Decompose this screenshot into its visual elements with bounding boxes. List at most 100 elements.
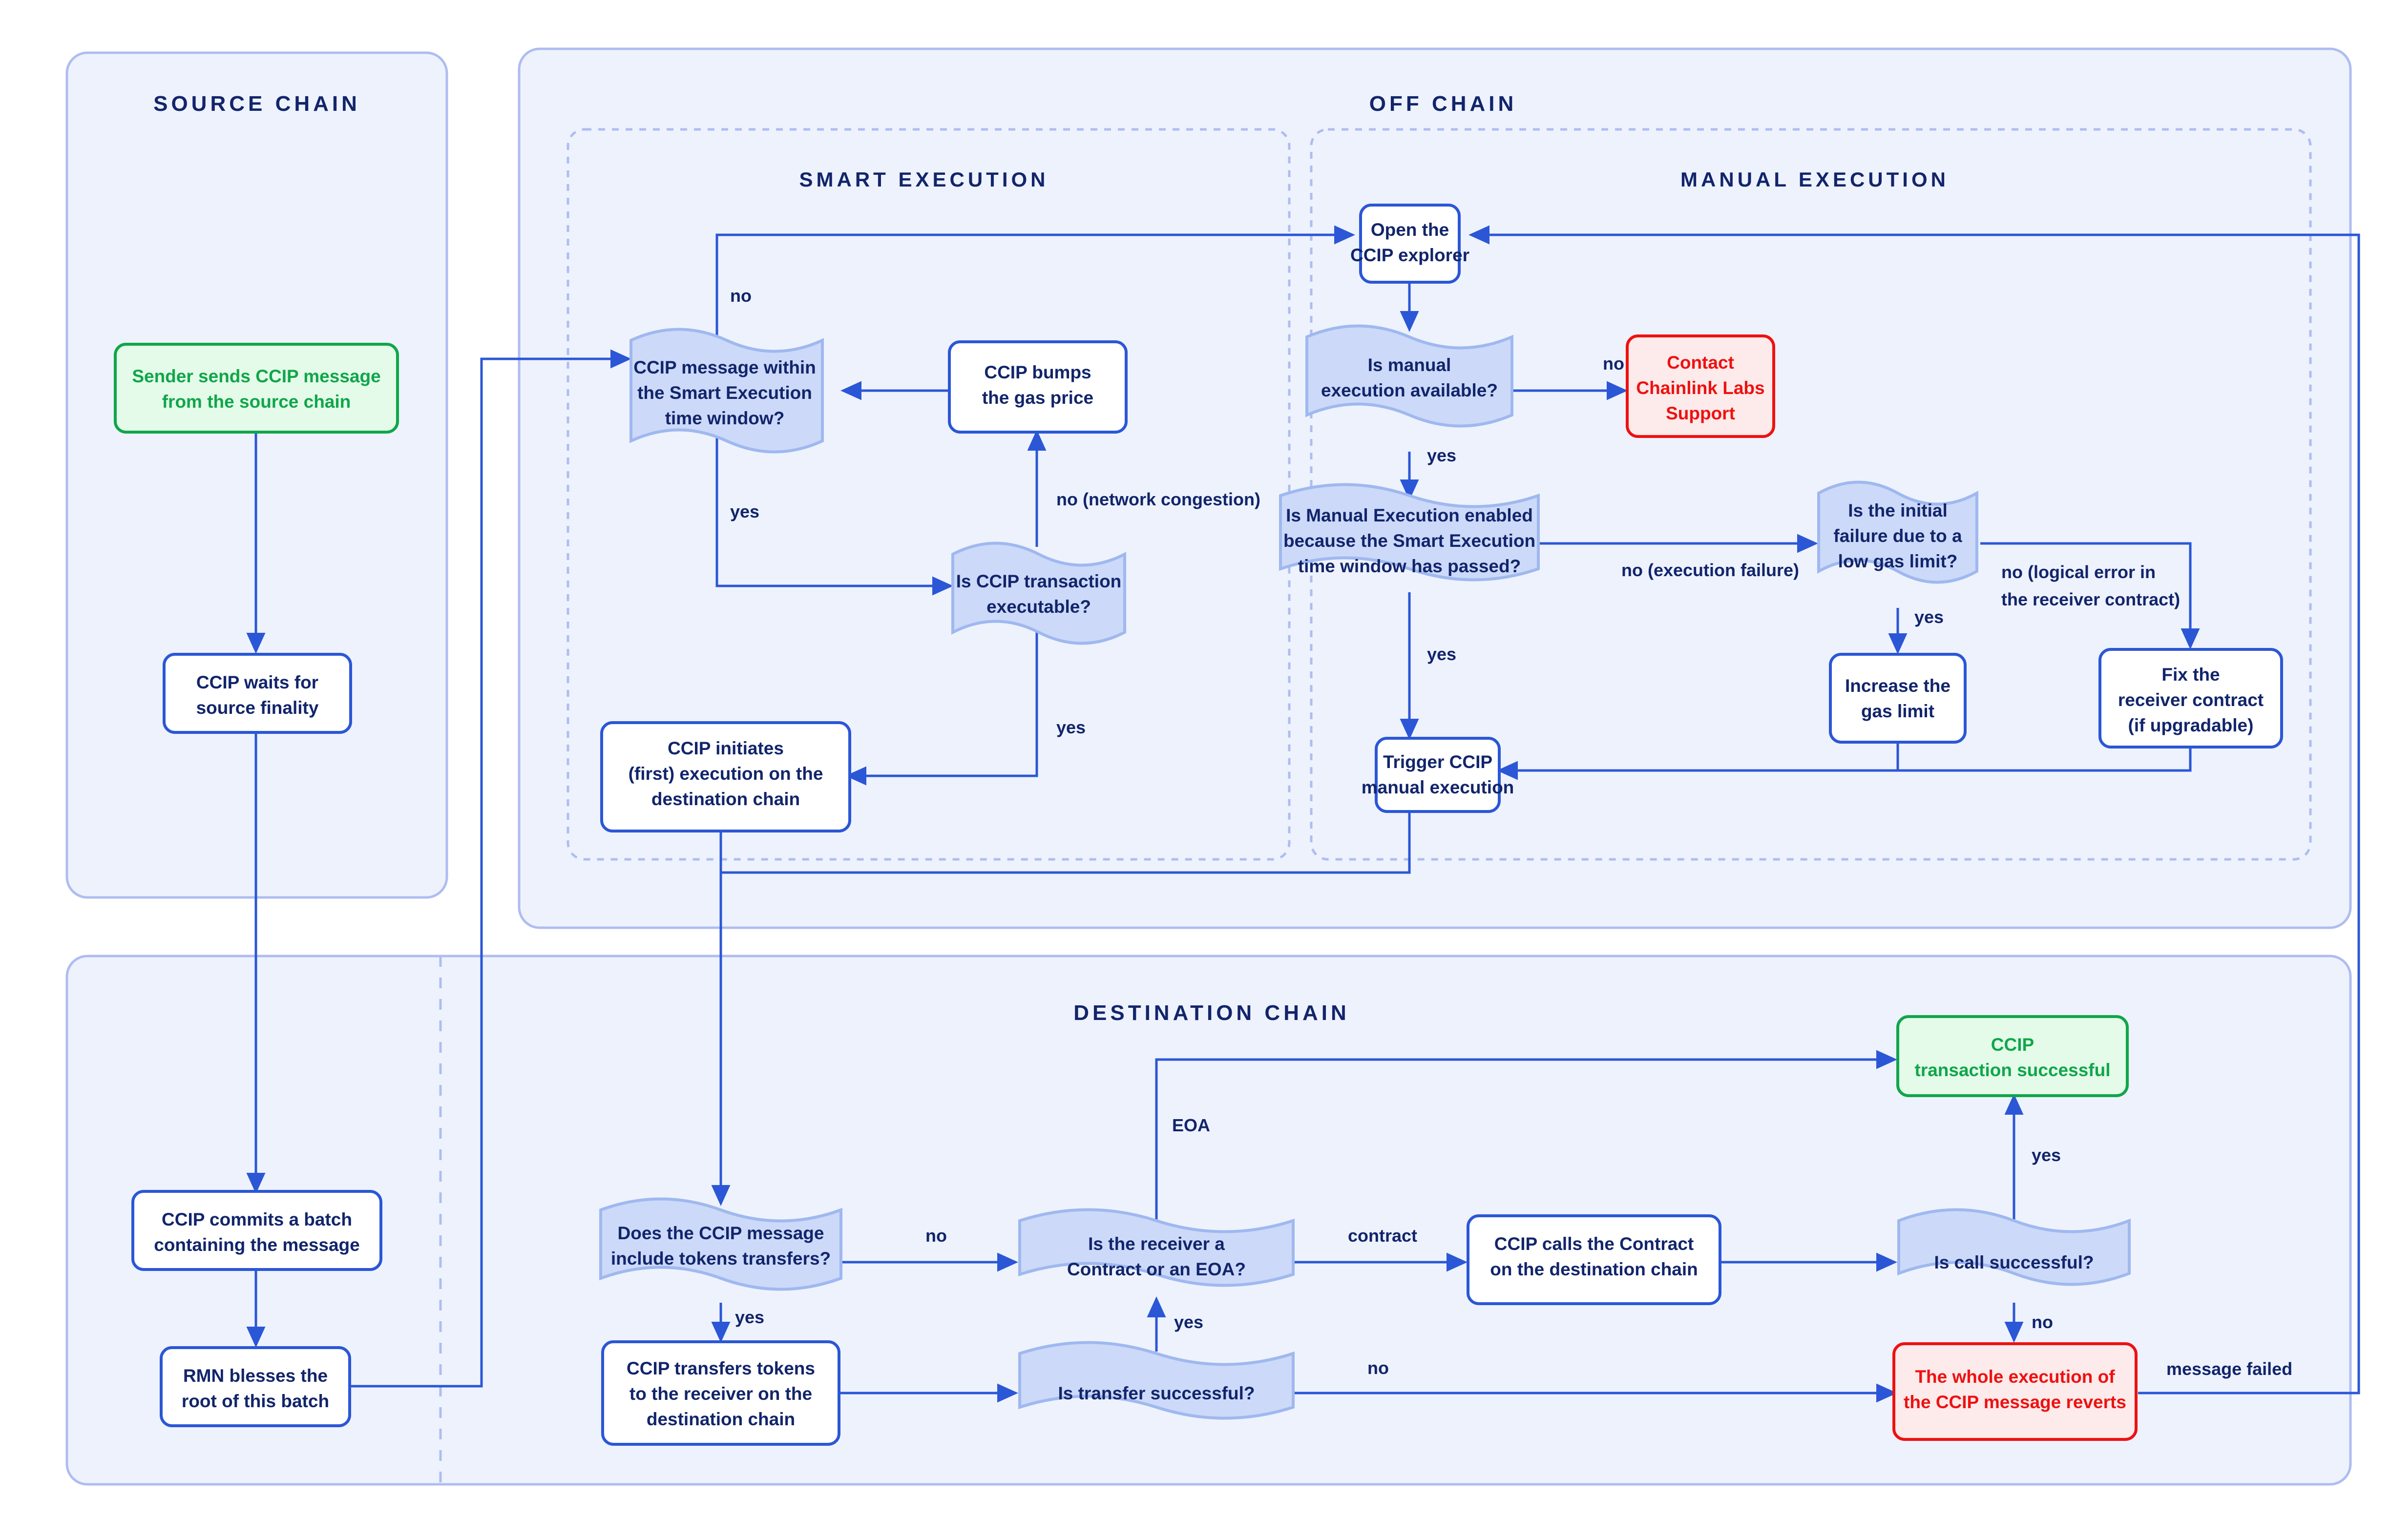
node-transfer-successful[interactable]: Is transfer successful? xyxy=(1018,1341,1295,1420)
edge-label-exec-yes: yes xyxy=(1056,717,1086,737)
edge-label-tokens-yes: yes xyxy=(735,1307,764,1327)
edge-label-window-no: no xyxy=(730,286,752,306)
edge-labels: no yes no (network congestion) yes no ye… xyxy=(730,286,2292,1379)
node-increase-gas-line2: gas limit xyxy=(1861,701,1934,721)
node-receiver-type[interactable]: Is the receiver a Contract or an EOA? xyxy=(1018,1208,1295,1287)
edge-label-manual-yes: yes xyxy=(1427,445,1456,465)
edge-receiver-eoa xyxy=(1155,1050,1898,1221)
node-waits-finality-line1: CCIP waits for xyxy=(196,672,318,692)
node-increase-gas-line1: Increase the xyxy=(1845,676,1951,696)
node-increase-gas[interactable]: Increase the gas limit xyxy=(1829,653,1967,744)
node-bumps-gas-line1: CCIP bumps xyxy=(984,362,1091,382)
node-trigger-manual-line1: Trigger CCIP xyxy=(1383,752,1492,772)
node-initiates-exec[interactable]: CCIP initiates (first) execution on the … xyxy=(600,721,851,832)
edge-label-transfer-yes: yes xyxy=(1174,1312,1203,1332)
subpanel-title-smart-execution: SMART EXECUTION xyxy=(799,168,1049,191)
node-trigger-manual-line2: manual execution xyxy=(1362,777,1514,797)
edge-label-enabled-yes: yes xyxy=(1427,644,1456,664)
node-manual-enabled[interactable]: Is Manual Execution enabled because the … xyxy=(1279,483,1540,582)
node-calls-contract-line1: CCIP calls the Contract xyxy=(1494,1234,1694,1254)
node-within-window-line3: time window? xyxy=(665,408,785,428)
node-contact-support-line1: Contact xyxy=(1667,353,1734,373)
node-manual-enabled-line3: time window has passed? xyxy=(1298,556,1521,576)
node-call-successful[interactable]: Is call successful? xyxy=(1897,1208,2131,1286)
node-initiates-exec-line2: (first) execution on the xyxy=(629,764,823,784)
edge-trigger-to-include-tokens xyxy=(721,808,1411,874)
node-contact-support[interactable]: Contact Chainlink Labs Support xyxy=(1626,334,1775,438)
node-transfers-tokens-line2: to the receiver on the xyxy=(629,1384,812,1404)
node-contact-support-line2: Chainlink Labs xyxy=(1636,378,1764,398)
node-tx-executable[interactable]: Is CCIP transaction executable? xyxy=(951,541,1126,645)
node-open-explorer-line1: Open the xyxy=(1371,220,1449,240)
node-sender-sends-line1: Sender sends CCIP message xyxy=(132,366,380,386)
node-commits-batch[interactable]: CCIP commits a batch containing the mess… xyxy=(131,1190,382,1271)
edge-label-enabled-no: no (execution failure) xyxy=(1621,560,1799,580)
node-fix-receiver-line1: Fix the xyxy=(2161,665,2220,685)
node-fix-receiver[interactable]: Fix the receiver contract (if upgradable… xyxy=(2098,648,2283,749)
node-tx-successful[interactable]: CCIP transaction successful xyxy=(1896,1015,2129,1097)
node-waits-finality-line2: source finality xyxy=(196,698,319,718)
node-commits-batch-line2: containing the message xyxy=(154,1235,360,1255)
edge-within-window-no xyxy=(715,225,1356,359)
node-sender-sends[interactable]: Sender sends CCIP message from the sourc… xyxy=(114,343,399,434)
node-rmn-blesses[interactable]: RMN blesses the root of this batch xyxy=(160,1346,351,1427)
node-include-tokens-line1: Does the CCIP message xyxy=(618,1223,824,1243)
node-initiates-exec-line3: destination chain xyxy=(651,789,800,809)
panel-title-destination-chain: DESTINATION CHAIN xyxy=(1073,1001,1350,1025)
node-call-successful-line1: Is call successful? xyxy=(1934,1252,2094,1272)
node-manual-available-line1: Is manual xyxy=(1368,355,1451,375)
node-sender-sends-line2: from the source chain xyxy=(162,392,351,412)
node-transfers-tokens-line1: CCIP transfers tokens xyxy=(627,1358,815,1378)
node-calls-contract-line2: on the destination chain xyxy=(1490,1259,1698,1279)
node-calls-contract[interactable]: CCIP calls the Contract on the destinati… xyxy=(1467,1214,1721,1305)
node-contact-support-line3: Support xyxy=(1666,403,1735,423)
node-transfers-tokens[interactable]: CCIP transfers tokens to the receiver on… xyxy=(601,1340,840,1446)
node-include-tokens[interactable]: Does the CCIP message include tokens tra… xyxy=(599,1197,842,1291)
node-waits-finality[interactable]: CCIP waits for source finality xyxy=(163,653,352,734)
edge-message-failed xyxy=(1468,225,2360,1394)
edge-fix-receiver-to-trigger xyxy=(1898,747,2192,772)
node-transfers-tokens-line3: destination chain xyxy=(647,1409,795,1429)
edge-within-window-yes xyxy=(715,423,954,596)
node-open-explorer-line2: CCIP explorer xyxy=(1350,245,1469,265)
node-manual-enabled-line1: Is Manual Execution enabled xyxy=(1286,505,1533,525)
node-open-explorer[interactable]: Open the CCIP explorer xyxy=(1350,204,1469,284)
edge-label-eoa: EOA xyxy=(1172,1115,1210,1135)
node-bumps-gas-line2: the gas price xyxy=(982,388,1093,408)
node-fix-receiver-line2: receiver contract xyxy=(2118,690,2264,710)
node-within-window[interactable]: CCIP message within the Smart Execution … xyxy=(629,328,824,454)
edge-rmn-to-within-window xyxy=(350,349,632,1388)
node-rmn-blesses-line1: RMN blesses the xyxy=(183,1366,328,1386)
node-receiver-type-line2: Contract or an EOA? xyxy=(1067,1259,1246,1279)
node-reverts-line1: The whole execution of xyxy=(1915,1367,2115,1387)
node-tx-executable-line1: Is CCIP transaction xyxy=(956,571,1122,591)
node-initial-failure-line2: failure due to a xyxy=(1833,526,1962,546)
node-within-window-line1: CCIP message within xyxy=(633,357,816,377)
node-fix-receiver-line3: (if upgradable) xyxy=(2128,715,2254,735)
node-initial-failure-line3: low gas limit? xyxy=(1838,551,1958,571)
edge-label-call-yes: yes xyxy=(2032,1145,2061,1165)
node-within-window-line2: the Smart Execution xyxy=(637,383,812,403)
edge-label-message-failed: message failed xyxy=(2166,1359,2292,1379)
edge-label-exec-no: no (network congestion) xyxy=(1056,489,1260,509)
edge-label-gas-yes: yes xyxy=(1914,607,1944,627)
node-reverts[interactable]: The whole execution of the CCIP message … xyxy=(1892,1342,2138,1441)
node-trigger-manual[interactable]: Trigger CCIP manual execution xyxy=(1362,737,1514,813)
node-initial-failure[interactable]: Is the initial failure due to a low gas … xyxy=(1817,480,1978,584)
panel-title-source-chain: SOURCE CHAIN xyxy=(153,92,360,116)
node-tx-successful-line1: CCIP xyxy=(1991,1035,2034,1055)
node-initial-failure-line1: Is the initial xyxy=(1848,500,1948,520)
node-manual-available[interactable]: Is manual execution available? xyxy=(1305,324,1513,428)
node-commits-batch-line1: CCIP commits a batch xyxy=(162,1209,352,1229)
subpanel-smart-execution: SMART EXECUTION xyxy=(566,128,1291,861)
edge-label-gas-no-1: no (logical error in xyxy=(2001,562,2156,582)
edges xyxy=(246,225,2360,1403)
node-manual-enabled-line2: because the Smart Execution xyxy=(1283,531,1535,551)
edge-label-call-no: no xyxy=(2032,1312,2053,1332)
node-bumps-gas[interactable]: CCIP bumps the gas price xyxy=(948,340,1128,434)
edge-label-contract: contract xyxy=(1348,1226,1417,1246)
edge-label-gas-no-2: the receiver contract) xyxy=(2001,589,2180,609)
edge-label-window-yes: yes xyxy=(730,501,759,521)
